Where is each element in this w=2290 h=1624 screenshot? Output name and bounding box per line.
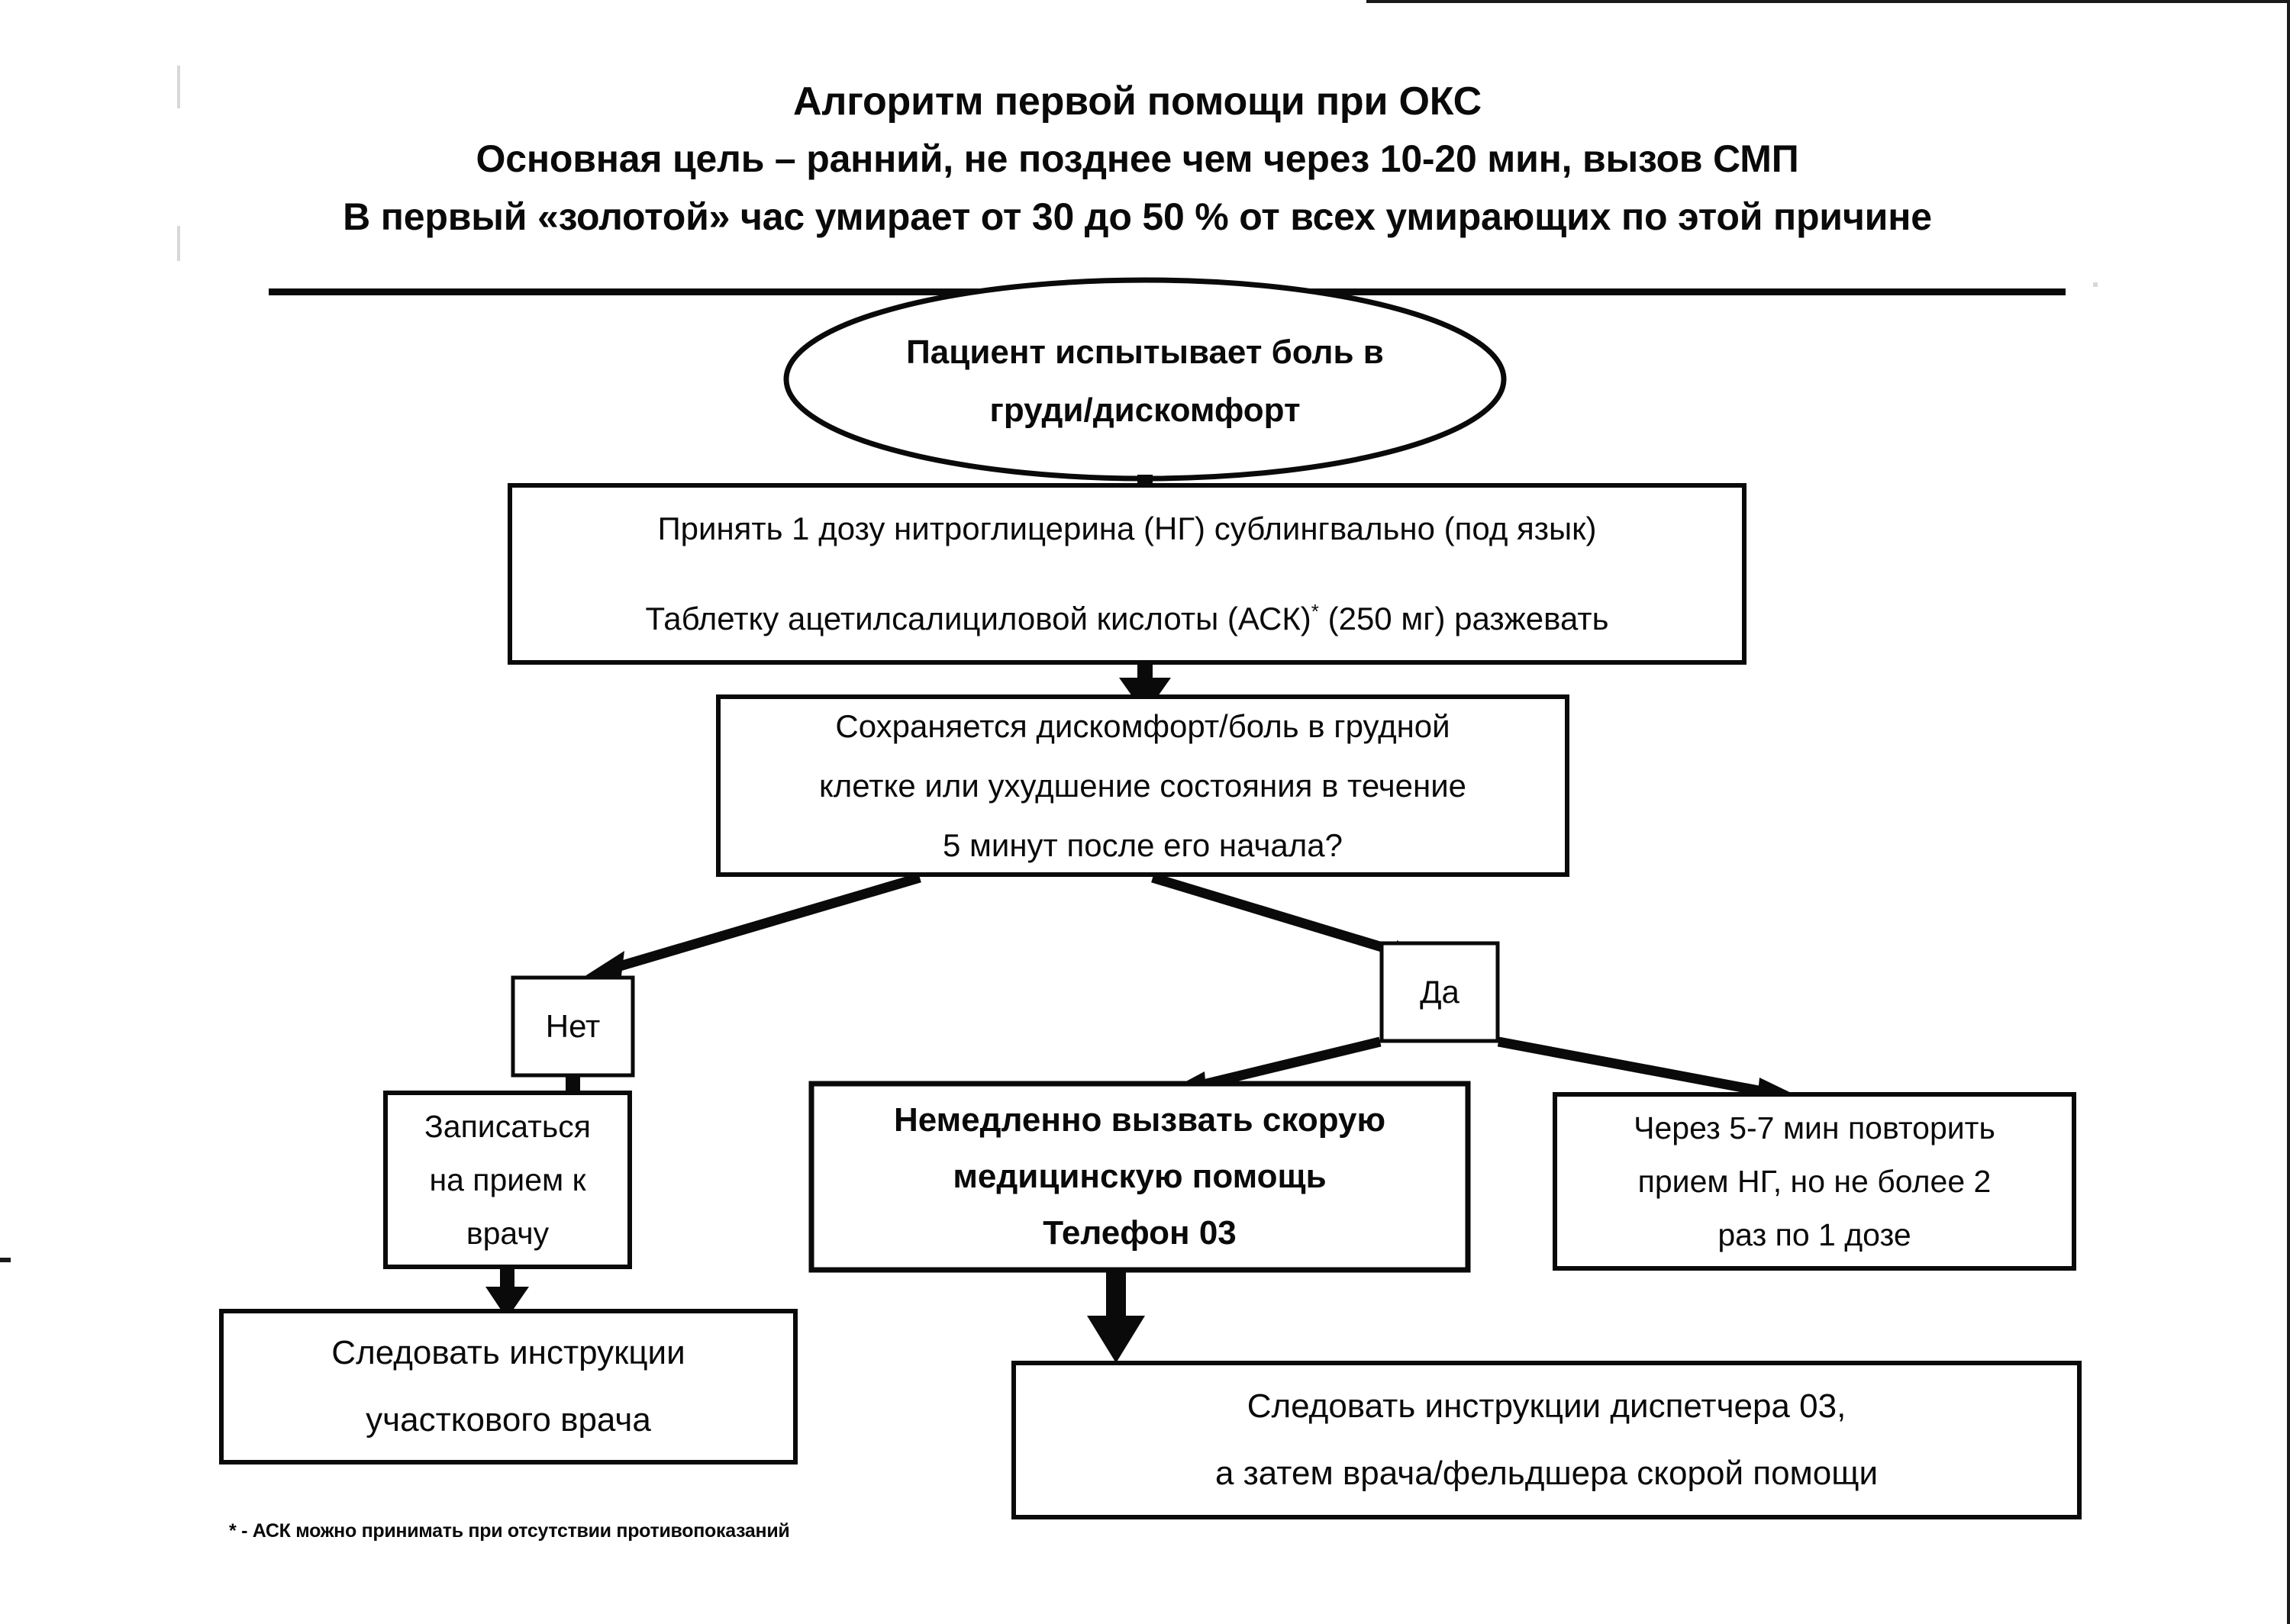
node-follow-doctor-shape <box>219 1309 798 1464</box>
node-start-shape <box>783 277 1507 482</box>
scan-edge-right <box>2287 0 2290 1624</box>
node-call-ambulance-shape <box>808 1081 1471 1273</box>
scan-tick-3 <box>2093 282 2098 287</box>
node-repeat-ng-shape <box>1553 1092 2076 1271</box>
arrow-appointment-to-follow-doctor <box>485 1267 529 1319</box>
footnote-text: * - АСК можно принимать при отсутствии п… <box>229 1520 790 1542</box>
node-action-meds-shape <box>508 483 1747 665</box>
scan-edge-left <box>0 1258 11 1262</box>
node-label-yes-shape <box>1379 941 1500 1043</box>
scan-tick-2 <box>177 226 180 261</box>
scan-tick-1 <box>177 66 180 108</box>
arrow-call-to-follow-dispatcher <box>1087 1270 1145 1363</box>
page-title-block: Алгоритм первой помощи при ОКС Основная … <box>183 73 2092 246</box>
page-subtitle: Основная цель – ранний, не позднее чем ч… <box>476 137 1799 180</box>
node-follow-dispatcher-shape <box>1011 1361 2082 1519</box>
page-note: В первый «золотой» час умирает от 30 до … <box>343 195 1932 238</box>
page-title: Алгоритм первой помощи при ОКС <box>793 79 1482 124</box>
node-decision-shape <box>716 694 1569 877</box>
scan-edge-top <box>1366 0 2290 3</box>
node-appointment-shape <box>383 1091 632 1269</box>
arrow-decision-to-no <box>580 872 921 988</box>
node-label-no-shape <box>511 975 635 1078</box>
